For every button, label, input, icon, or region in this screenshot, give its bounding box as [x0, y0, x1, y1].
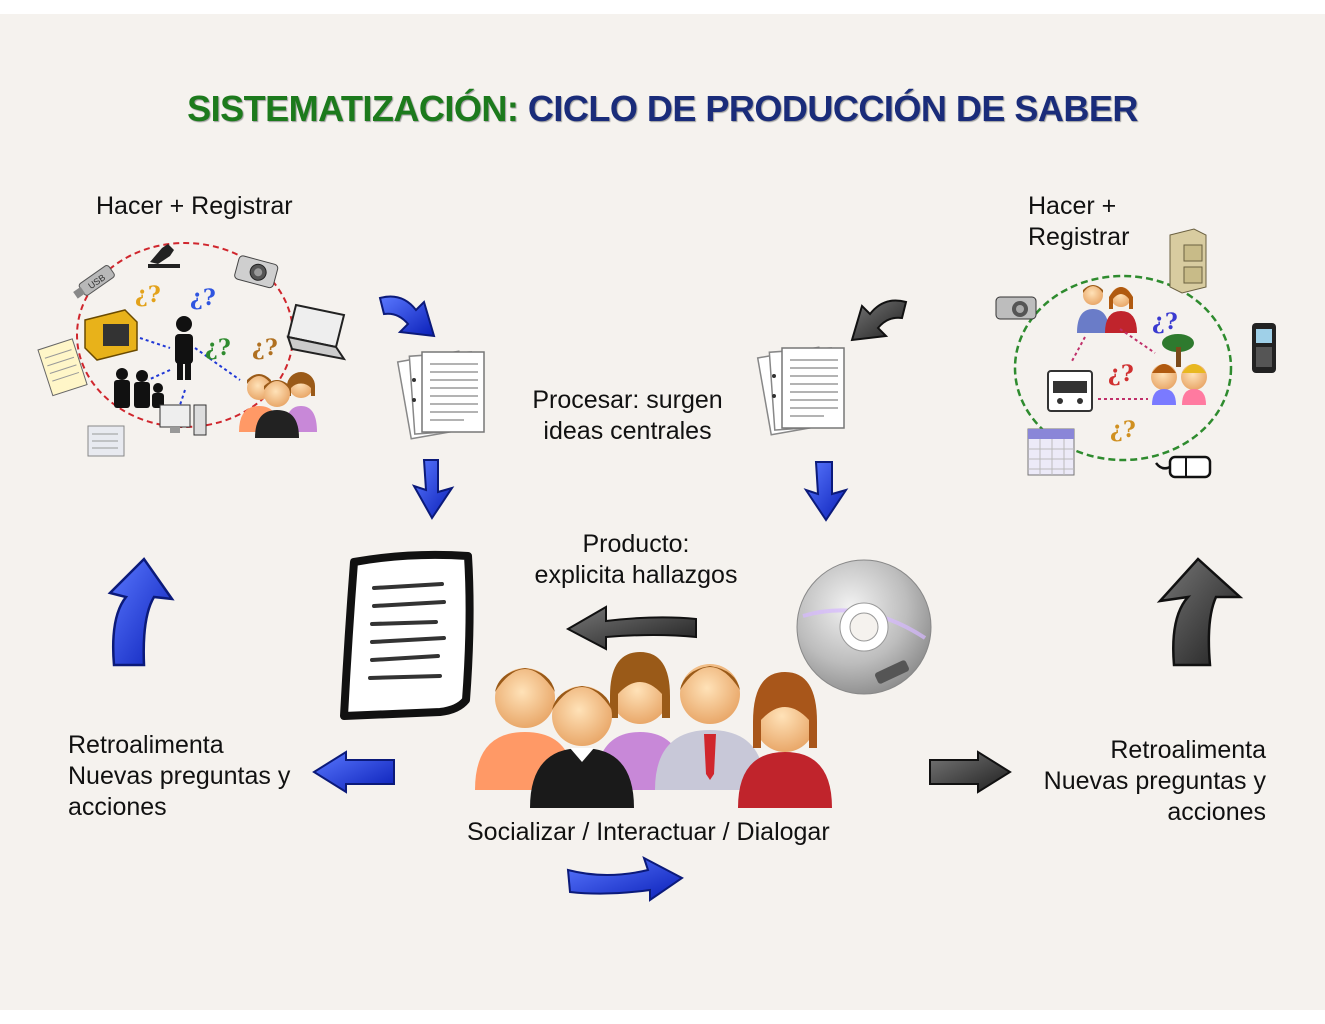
question-mark-icon: ¿? — [205, 335, 231, 361]
person-front-1 — [530, 686, 634, 808]
team-people-icon — [475, 652, 832, 808]
arrow-right-socializar-icon — [566, 855, 684, 902]
label-producto: Producto: explicita hallazgos — [534, 530, 738, 589]
diagram-title: SISTEMATIZACIÓN: CICLO DE PRODUCCIÓN DE … — [0, 88, 1325, 130]
arrow-down-right-icon — [803, 461, 849, 522]
laptop-icon — [286, 303, 347, 361]
mobile-phone-icon — [1252, 323, 1276, 373]
dotted-links — [139, 337, 241, 406]
arrow-up-left-icon — [107, 557, 175, 667]
question-mark-icon: ¿? — [1110, 417, 1136, 443]
question-mark-icon: ¿? — [1152, 309, 1178, 335]
person-back-3 — [655, 664, 765, 790]
writing-hand-icon — [148, 244, 180, 268]
notepad-icon — [37, 338, 88, 397]
label-procesar: Procesar: surgen ideas centrales — [532, 386, 723, 445]
cd-icon — [796, 559, 932, 695]
right-record-cluster: ¿? ¿? ¿? — [995, 228, 1276, 479]
paper-stack-left-icon — [396, 350, 485, 440]
label-retroalimenta-left: Retroalimenta Nuevas preguntas y accione… — [68, 731, 291, 821]
slide-background — [0, 14, 1325, 1010]
label-retroalimenta-right: Retroalimenta Nuevas preguntas y accione… — [1043, 736, 1266, 826]
person-front-2 — [738, 672, 832, 808]
couple-icon — [1077, 285, 1137, 333]
camera-icon — [234, 255, 279, 289]
question-mark-icon: ¿? — [1108, 361, 1134, 387]
label-hacer-registrar-left: Hacer + Registrar — [96, 192, 293, 220]
arrow-left-feedback-icon — [312, 750, 395, 794]
camera-icon — [995, 296, 1037, 320]
title-part-1: SISTEMATIZACIÓN: — [187, 88, 519, 129]
curved-arrow-down-left-icon — [850, 299, 908, 342]
question-mark-icon: ¿? — [190, 285, 216, 311]
product-document-icon — [340, 550, 474, 720]
calendar-icon — [1027, 428, 1075, 476]
green-dashed-circle — [1013, 274, 1233, 462]
mouse-icon — [1155, 455, 1212, 479]
usb-icon: USB — [73, 265, 115, 299]
file-cabinet-icon — [1169, 228, 1207, 294]
arrow-left-product-icon — [565, 605, 697, 651]
small-document-icon — [87, 425, 125, 457]
title-part-2: CICLO DE PRODUCCIÓN DE SABER — [527, 88, 1139, 129]
dotted-links — [1071, 328, 1156, 400]
arrow-up-right-icon — [1156, 557, 1244, 667]
children-icon — [1151, 334, 1207, 405]
curved-arrow-down-right-icon — [378, 295, 436, 338]
question-mark-icon: ¿? — [252, 335, 278, 361]
people-group-icon — [239, 372, 317, 438]
bus-icon — [1047, 370, 1093, 412]
left-record-cluster: USB — [37, 242, 347, 457]
label-socializar: Socializar / Interactuar / Dialogar — [467, 818, 830, 846]
arrow-right-feedback-icon — [929, 750, 1012, 794]
family-icon — [114, 368, 164, 408]
arrow-down-left-icon — [411, 459, 455, 520]
question-mark-icon: ¿? — [135, 282, 161, 308]
label-hacer-registrar-right: Hacer + Registrar — [1028, 192, 1130, 251]
computer-icon — [159, 404, 207, 436]
person-silhouette-icon — [175, 316, 193, 380]
video-box-icon — [84, 309, 138, 361]
paper-stack-right-icon — [756, 346, 845, 436]
